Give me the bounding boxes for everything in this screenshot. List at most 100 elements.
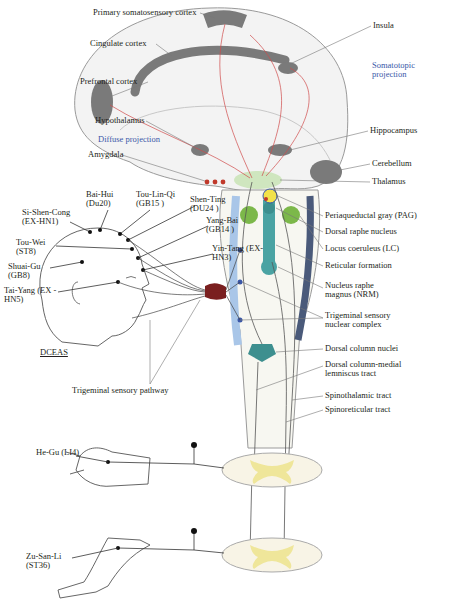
ganglion-stem xyxy=(194,532,195,550)
trigeminal-fiber xyxy=(226,282,240,292)
acupoint-label: Shen-Ting (DU24 ) xyxy=(190,195,242,213)
acupoint-label: Tou-Lin-Qi (GB15 ) xyxy=(136,190,186,208)
region-label: Cingulate cortex xyxy=(90,39,170,48)
needle-line xyxy=(76,456,108,462)
acupoint-dot xyxy=(118,232,122,236)
nucleus-label: Trigeminal sensory nuclear complex xyxy=(325,311,417,329)
acupoint-dot xyxy=(98,228,102,232)
dorsal-root-ganglion xyxy=(191,528,197,534)
acupoint-dot xyxy=(88,230,92,234)
leader-line xyxy=(290,26,371,64)
cingulate-region xyxy=(135,50,285,92)
needle-line xyxy=(72,548,118,558)
nucleus-label: Nucleus raphe magnus (NRM) xyxy=(325,281,397,299)
ganglion-stem xyxy=(194,446,195,464)
acupoint-dot xyxy=(130,247,134,251)
insula-region xyxy=(278,62,298,74)
somatotopic-projection-line xyxy=(250,35,282,176)
trigeminal-fiber xyxy=(132,296,205,318)
spinal-cord-section xyxy=(222,538,322,572)
somatotopic-projection-line xyxy=(266,68,309,176)
acupoint-label: Zu-San-Li (ST36) xyxy=(26,552,74,570)
needle-line xyxy=(128,206,195,240)
region-label: Insula xyxy=(373,21,433,30)
method-label: DCEAS xyxy=(40,348,90,357)
leader-line xyxy=(122,155,205,181)
acupoint-dot xyxy=(80,260,84,264)
leader-line xyxy=(156,44,172,56)
trigeminal-fiber xyxy=(226,295,240,320)
nucleus-label: Periaqueductal gray (PAG) xyxy=(325,211,450,220)
gray-matter xyxy=(250,460,294,484)
leader-line xyxy=(276,245,323,266)
pathway-label: Trigeminal sensory pathway xyxy=(72,386,212,395)
dcml-tract-line xyxy=(242,182,262,470)
leg xyxy=(58,538,150,598)
acupoint-label: Yang-Bai (GB14 ) xyxy=(206,216,258,234)
trigeminal-fiber xyxy=(118,282,205,295)
ear xyxy=(72,282,80,304)
nucleus-label: Reticular formation xyxy=(325,261,450,270)
leader-line xyxy=(200,13,215,18)
region-label: Cerebellum xyxy=(372,159,442,168)
dorsal-root-ganglion xyxy=(191,442,197,448)
nucleus-label: Locus coeruleus (LC) xyxy=(325,244,450,253)
amygdala-dot xyxy=(205,180,210,185)
gray-matter xyxy=(250,545,294,569)
projection-label: Somatotopic projection xyxy=(372,61,428,79)
region-label: Prefrontal cortex xyxy=(80,77,160,86)
pag-nucleus xyxy=(263,189,277,203)
nerve-line xyxy=(108,462,224,468)
tract-label: Spinoreticular tract xyxy=(325,405,450,414)
region-label: Hippocampus xyxy=(370,126,440,135)
thalamus-region xyxy=(234,171,282,189)
nerve-line xyxy=(118,548,224,553)
amygdala-dot xyxy=(221,180,226,185)
leader-line xyxy=(256,366,323,390)
amygdala-dot xyxy=(213,180,218,185)
trigeminal-fiber xyxy=(143,270,205,292)
tract-label: Dorsal column-medial lemniscus tract xyxy=(325,360,430,378)
leader-line xyxy=(278,196,323,216)
needle-line xyxy=(50,262,82,268)
leader-line xyxy=(300,216,323,249)
trigeminal-fiber xyxy=(128,240,205,290)
nucleus-label: Dorsal raphe nucleus xyxy=(325,227,450,236)
nucleus-label: Dorsal column nuclei xyxy=(325,344,450,353)
leader-line xyxy=(280,180,370,182)
eye xyxy=(126,277,136,279)
region-label: Hypothalamus xyxy=(95,116,165,125)
needle-line xyxy=(56,246,132,249)
leader-line xyxy=(276,349,323,352)
acupoint-label: Bai-Hui (Du20) xyxy=(86,190,134,208)
dorsal-raphe-nucleus xyxy=(263,202,275,214)
needle-line xyxy=(100,210,108,230)
leader-line xyxy=(286,410,323,422)
acupoint-label: Yin-Tang (EX-HN3) xyxy=(212,244,274,262)
region-label: Primary somatosensory cortex xyxy=(93,8,213,17)
acupoint-label: Si-Shen-Cong (EX-HN1) xyxy=(22,208,82,226)
brain-outline xyxy=(75,8,348,192)
projection-label: Diffuse projection xyxy=(98,135,188,144)
trigeminal-ganglion xyxy=(205,283,226,300)
cerebellum-region xyxy=(310,160,342,184)
leader-line xyxy=(290,131,368,150)
locus-coeruleus xyxy=(240,206,258,224)
needle-line xyxy=(70,222,90,232)
diffuse-projection-line xyxy=(220,24,252,178)
leader-line xyxy=(150,300,200,384)
acupoint-label: Tou-Wei (ST8) xyxy=(16,238,62,256)
leader-line xyxy=(340,164,370,170)
spinal-cord-section xyxy=(222,453,322,487)
needle-line xyxy=(58,282,118,292)
leader-line xyxy=(292,396,323,400)
needle-line xyxy=(138,226,208,258)
region-label: Thalamus xyxy=(372,177,442,186)
trigeminal-fiber xyxy=(138,258,205,291)
tract-label: Spinothalamic tract xyxy=(325,391,450,400)
leader-line xyxy=(240,282,323,320)
acupoint-label: Shuai-Gu (GB8) xyxy=(8,262,54,280)
spinoreticular-tract-line xyxy=(272,262,286,555)
